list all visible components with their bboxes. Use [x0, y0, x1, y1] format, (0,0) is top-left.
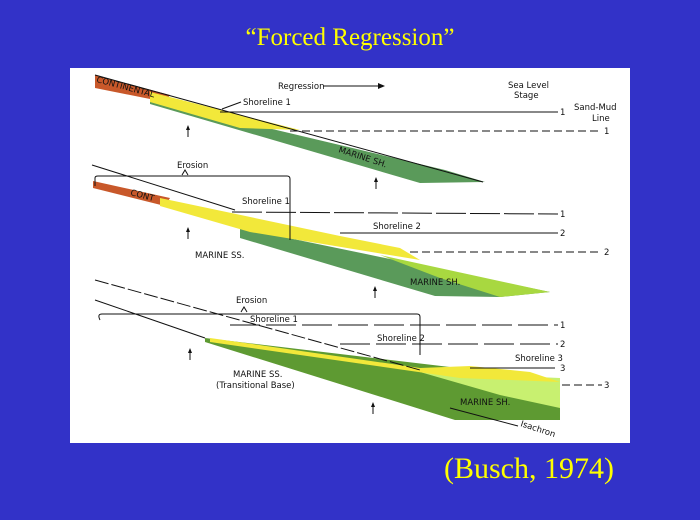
sandmud-number: 3 — [604, 381, 609, 391]
marine-shale-3 — [205, 338, 560, 420]
caret-icon — [240, 306, 248, 313]
stage-number: 1 — [560, 321, 565, 331]
stage-label: Stage — [514, 91, 539, 101]
arrow-up-icon — [188, 348, 192, 360]
regression-label: Regression — [278, 82, 325, 92]
arrow-up-icon — [186, 227, 190, 239]
light-green-2 — [380, 255, 550, 297]
citation: (Busch, 1974) — [444, 452, 614, 485]
continental-2 — [93, 181, 170, 206]
forced-regression-diagram: CONTINENTAL Regression Sea Level Stage S… — [70, 68, 630, 443]
shoreline-3-label: Shoreline 3 — [515, 354, 563, 364]
isochron-label: Isachron — [519, 419, 556, 440]
arrow-up-icon — [371, 402, 375, 414]
stage-number: 3 — [560, 364, 565, 374]
erosion-label: Erosion — [236, 296, 267, 306]
marine-ss-label: MARINE SS. — [233, 370, 283, 380]
sandmud-number: 1 — [604, 127, 609, 137]
stage-1-section: CONTINENTAL Regression Sea Level Stage S… — [94, 74, 617, 189]
sandmud-number: 2 — [604, 248, 609, 258]
shoreline-1-label: Shoreline 1 — [243, 98, 291, 108]
caret-icon — [181, 169, 189, 176]
marine-sh-label: MARINE SH. — [460, 398, 510, 408]
shoreline-2-label: Shoreline 2 — [377, 334, 425, 344]
shoreline-1-label: Shoreline 1 — [250, 315, 298, 325]
cross-section-svg: CONTINENTAL Regression Sea Level Stage S… — [91, 74, 617, 440]
shoreline-2-label: Shoreline 2 — [373, 222, 421, 232]
sea-level-label: Sea Level — [508, 81, 549, 91]
sandstone-3 — [210, 338, 560, 382]
shoreline-1-label: Shoreline 1 — [242, 197, 290, 207]
cont-label: CONT — [129, 188, 156, 204]
sand-mud-label: Sand-Mud — [574, 103, 617, 113]
light-green-3 — [420, 372, 560, 408]
marine-ss-label: MARINE SS. — [195, 251, 245, 261]
stage-3-section: Erosion Shoreline 1 1 Shoreline 2 2 Shor… — [94, 279, 609, 440]
stage-number: 2 — [560, 229, 565, 239]
marine-sh-label: MARINE SH. — [410, 278, 460, 288]
stage-2-section: Erosion CONT Shoreline 1 1 Shoreline 2 2… — [91, 161, 609, 298]
stage-number: 1 — [560, 210, 565, 220]
erosion-label: Erosion — [177, 161, 208, 171]
arrow-up-icon — [186, 125, 190, 137]
line-label: Line — [592, 114, 610, 124]
arrow-up-icon — [374, 177, 378, 189]
arrow-up-icon — [373, 286, 377, 298]
stage-number: 1 — [560, 108, 565, 118]
transitional-base-label: (Transitional Base) — [216, 381, 295, 391]
stage-number: 2 — [560, 340, 565, 350]
slide-title: “Forced Regression” — [245, 24, 455, 51]
